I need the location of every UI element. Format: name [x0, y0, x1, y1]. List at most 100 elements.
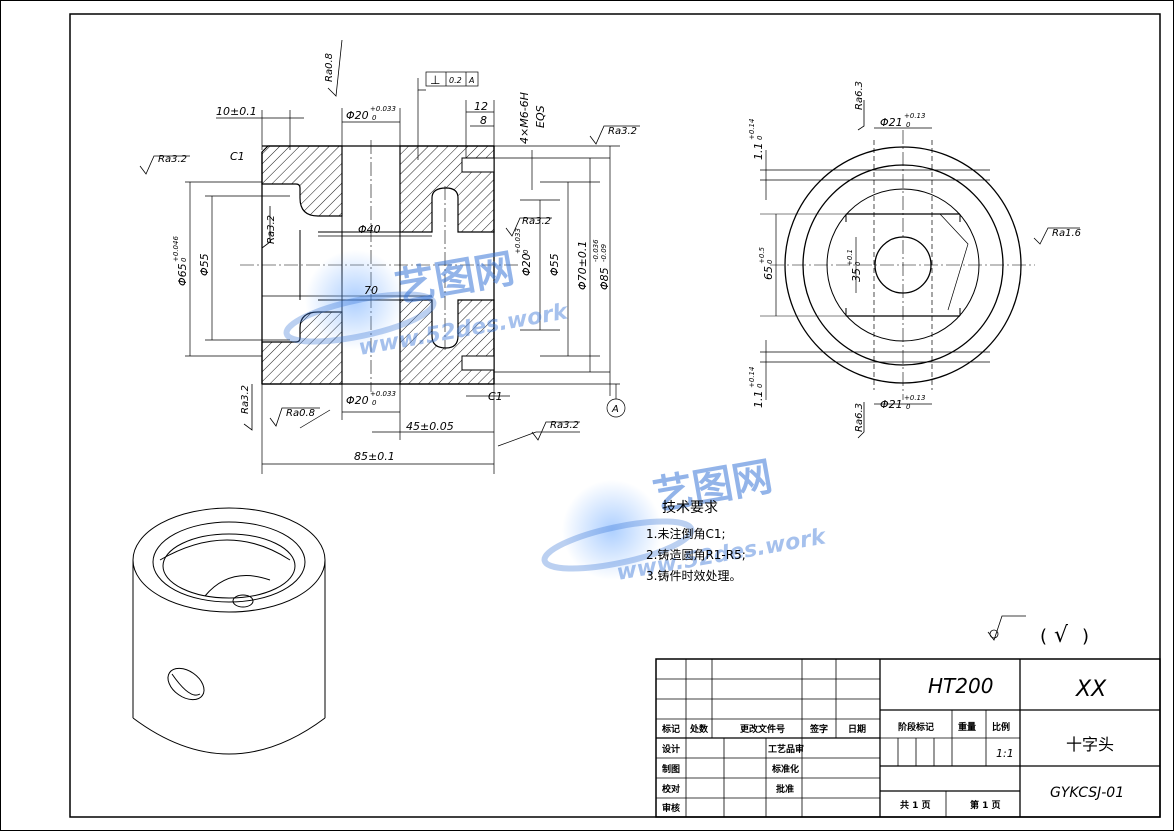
dim-d55-left: Φ55: [198, 253, 211, 276]
tech-item-2: 2.铸造圆角R1-R5;: [646, 547, 746, 562]
dim-1-1-top-tol: +0.14: [748, 119, 756, 140]
tb-sheets: 共 1 页: [900, 799, 931, 811]
ra-0-8: Ra0.8: [286, 408, 315, 419]
tb-label-scale: 比例: [992, 721, 1010, 733]
tb-label-stage: 阶段标记: [898, 721, 934, 733]
tb-label-date: 日期: [848, 723, 866, 735]
dim-d20-mid: Φ20: [520, 253, 533, 276]
rough-close: ): [1082, 626, 1089, 647]
tb-label-check: 校对: [662, 783, 680, 795]
ra-6-3-bottom: Ra6.3: [854, 403, 865, 432]
tb-scale-value: 1:1: [996, 747, 1014, 760]
dim-1-1-top-tol0: 0: [756, 135, 764, 140]
rough-check: √: [1054, 623, 1069, 648]
dim-85-length: 85±0.1: [354, 450, 395, 463]
dim-65-side-tol0: 0: [766, 259, 774, 264]
dim-d85-tol1: -0.036: [592, 239, 600, 262]
dim-d20-bot-tol0: 0: [372, 399, 377, 407]
dim-d70-01: Φ70±0.1: [576, 241, 589, 290]
watermark-cn-1: 艺图网: [392, 246, 518, 312]
thread-eqs: EQS: [534, 105, 547, 128]
dim-d20-top-tol0: 0: [372, 114, 377, 122]
ra-bottom-left: Ra3.2: [240, 385, 251, 414]
tb-label-audit: 审核: [662, 802, 680, 814]
dim-45: 45±0.05: [406, 420, 454, 433]
tb-label-design: 设计: [662, 743, 680, 755]
section-hatch-top: [261, 145, 495, 233]
ra-right-top: Ra3.2: [608, 126, 637, 137]
dim-d65-tol0: 0: [180, 257, 188, 262]
tb-label-sign: 签字: [809, 723, 828, 735]
tb-label-weight: 重量: [958, 721, 976, 733]
gdt-datum: A: [468, 76, 474, 85]
dim-d21-bot-tol0: 0: [906, 403, 911, 411]
dim-d20-bot: Φ20: [346, 394, 369, 407]
watermark-2: [541, 480, 695, 580]
tb-label-approve: 批准: [776, 783, 794, 795]
dim-1-1-bot-tol0: 0: [756, 383, 764, 388]
ra-1-6: Ra1.6: [1052, 228, 1081, 239]
dim-d21-bot-tol: +0.13: [904, 394, 925, 402]
dim-d65: Φ65: [176, 263, 189, 286]
dim-d85: Φ85: [598, 267, 611, 290]
dim-1-1-bot-tol: +0.14: [748, 367, 756, 388]
tb-sheet: 第 1 页: [970, 799, 1001, 811]
title-block-text: HT200 XX 十字头 GYKCSJ-01 标记 处数 更改文件号 签字 日期…: [661, 674, 1124, 814]
section-dimension-lines: [185, 71, 626, 474]
technical-requirements: 技术要求 1.未注倒角C1; 2.铸造圆角R1-R5; 3.铸件时效处理。: [646, 500, 746, 583]
ra-mid-right: Ra3.2: [522, 216, 551, 227]
dim-d21-top: Φ21: [880, 116, 903, 129]
gdt-symbol: ⊥: [430, 73, 440, 87]
dim-d21-top-tol: +0.13: [904, 112, 925, 120]
tech-title: 技术要求: [662, 500, 718, 516]
tb-label-std: 标准化: [771, 763, 799, 775]
dim-d85-tol2: -0.09: [600, 243, 608, 262]
dim-d20-bot-tol: +0.033: [370, 390, 396, 398]
tb-part-name: 十字头: [1066, 735, 1114, 754]
dim-d55-right: Φ55: [548, 253, 561, 276]
dim-10: 10±0.1: [216, 105, 257, 118]
title-block: [655, 658, 1161, 818]
dim-1-1-bot: 1.1: [752, 391, 765, 409]
dimension-labels: 10±0.1 C1 Ra3.2 Ra0.8 Φ20 +0.033 0 ⊥ 0.2…: [158, 53, 1081, 463]
dim-65-side: 65: [762, 266, 775, 280]
drawing-frame: [69, 13, 1161, 818]
tb-label-doc: 更改文件号: [740, 723, 785, 735]
dim-8: 8: [480, 114, 487, 127]
dim-65-side-tol: +0.5: [758, 246, 766, 264]
tb-label-draw: 制图: [662, 763, 680, 775]
dim-1-1-top: 1.1: [752, 143, 765, 161]
ra-bottom: Ra3.2: [550, 420, 579, 431]
dim-d21-top-tol0: 0: [906, 121, 911, 129]
datum-a: A: [611, 404, 619, 415]
dim-d20-top-tol: +0.033: [370, 105, 396, 113]
chamfer-bottom: C1: [488, 390, 503, 403]
tb-drawing-no: GYKCSJ-01: [1050, 785, 1124, 801]
dim-35-tol0: 0: [854, 261, 862, 266]
tb-label-mark: 标记: [661, 723, 680, 735]
dim-35: 35: [850, 268, 863, 282]
ra-6-3-top: Ra6.3: [854, 81, 865, 110]
dim-35-tol: +0.1: [846, 249, 854, 266]
ra-bore-left: Ra3.2: [266, 215, 277, 244]
tb-company: XX: [1075, 677, 1107, 702]
dim-d20-top: Φ20: [346, 109, 369, 122]
roughness-note: ( √ ): [1040, 623, 1089, 648]
rough-open: (: [1040, 626, 1047, 647]
chamfer-top: C1: [230, 150, 245, 163]
gdt-value: 0.2: [449, 76, 462, 85]
watermark-1: [283, 250, 437, 350]
dim-d65-tol: +0.046: [172, 236, 180, 262]
tech-item-3: 3.铸件时效处理。: [646, 568, 741, 583]
dim-d21-bot: Φ21: [880, 398, 903, 411]
tb-label-process: 工艺品审: [768, 743, 804, 755]
side-view: [760, 127, 1035, 405]
ra-left: Ra3.2: [158, 154, 187, 165]
isometric-view: [132, 507, 326, 755]
dim-d20-mid-tol0: 0: [522, 249, 530, 254]
tech-item-1: 1.未注倒角C1;: [646, 526, 726, 541]
dim-12: 12: [474, 100, 488, 113]
dim-70: 70: [364, 284, 378, 297]
